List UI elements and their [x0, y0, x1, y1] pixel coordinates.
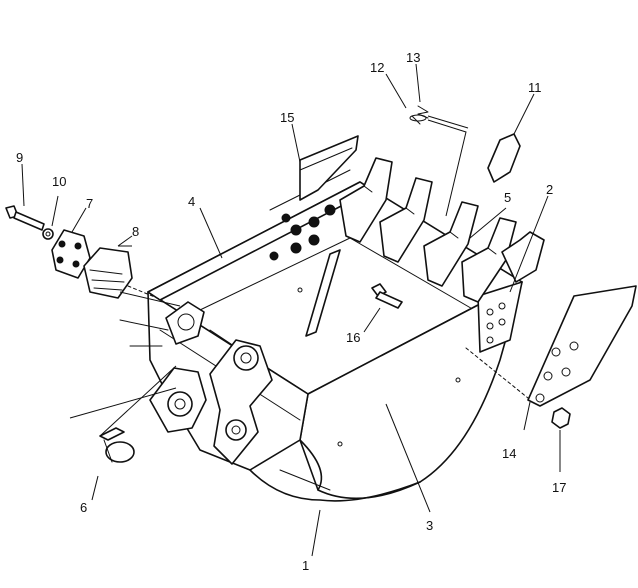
- callout-11: 11: [528, 80, 542, 95]
- callouts: 1 2 3 4 5 6 7 8 9 10 11 12 13 14 15 16 1…: [16, 50, 566, 573]
- shims: [83, 247, 133, 299]
- leader-lines: [21, 63, 561, 557]
- callout-4: 4: [188, 194, 195, 209]
- teeth-row: [339, 157, 545, 303]
- nut-17: [551, 407, 571, 429]
- callout-16: 16: [346, 330, 360, 345]
- callout-3: 3: [426, 518, 433, 533]
- pin-lock: [409, 105, 429, 125]
- callout-1: 1: [302, 558, 309, 573]
- callout-14: 14: [502, 446, 516, 461]
- bolt-9: [5, 205, 45, 231]
- callout-9: 9: [16, 150, 23, 165]
- loose-tooth: [487, 133, 521, 183]
- bolt-cluster: [269, 204, 336, 261]
- callout-5: 5: [504, 190, 511, 205]
- washer-10: [42, 228, 54, 240]
- callout-7: 7: [86, 196, 93, 211]
- callout-10: 10: [52, 174, 66, 189]
- callout-13: 13: [406, 50, 420, 65]
- inner-rod: [305, 249, 341, 337]
- callout-8: 8: [132, 224, 139, 239]
- link-bracket: [119, 301, 273, 465]
- bolt-16: [371, 283, 403, 309]
- callout-15: 15: [280, 110, 294, 125]
- bushing-6: [99, 427, 135, 463]
- callout-12: 12: [370, 60, 384, 75]
- callout-6: 6: [80, 500, 87, 515]
- side-cutter-right: [527, 285, 637, 407]
- callout-17: 17: [552, 480, 566, 495]
- callout-2: 2: [546, 182, 553, 197]
- flange-plate: [51, 229, 91, 279]
